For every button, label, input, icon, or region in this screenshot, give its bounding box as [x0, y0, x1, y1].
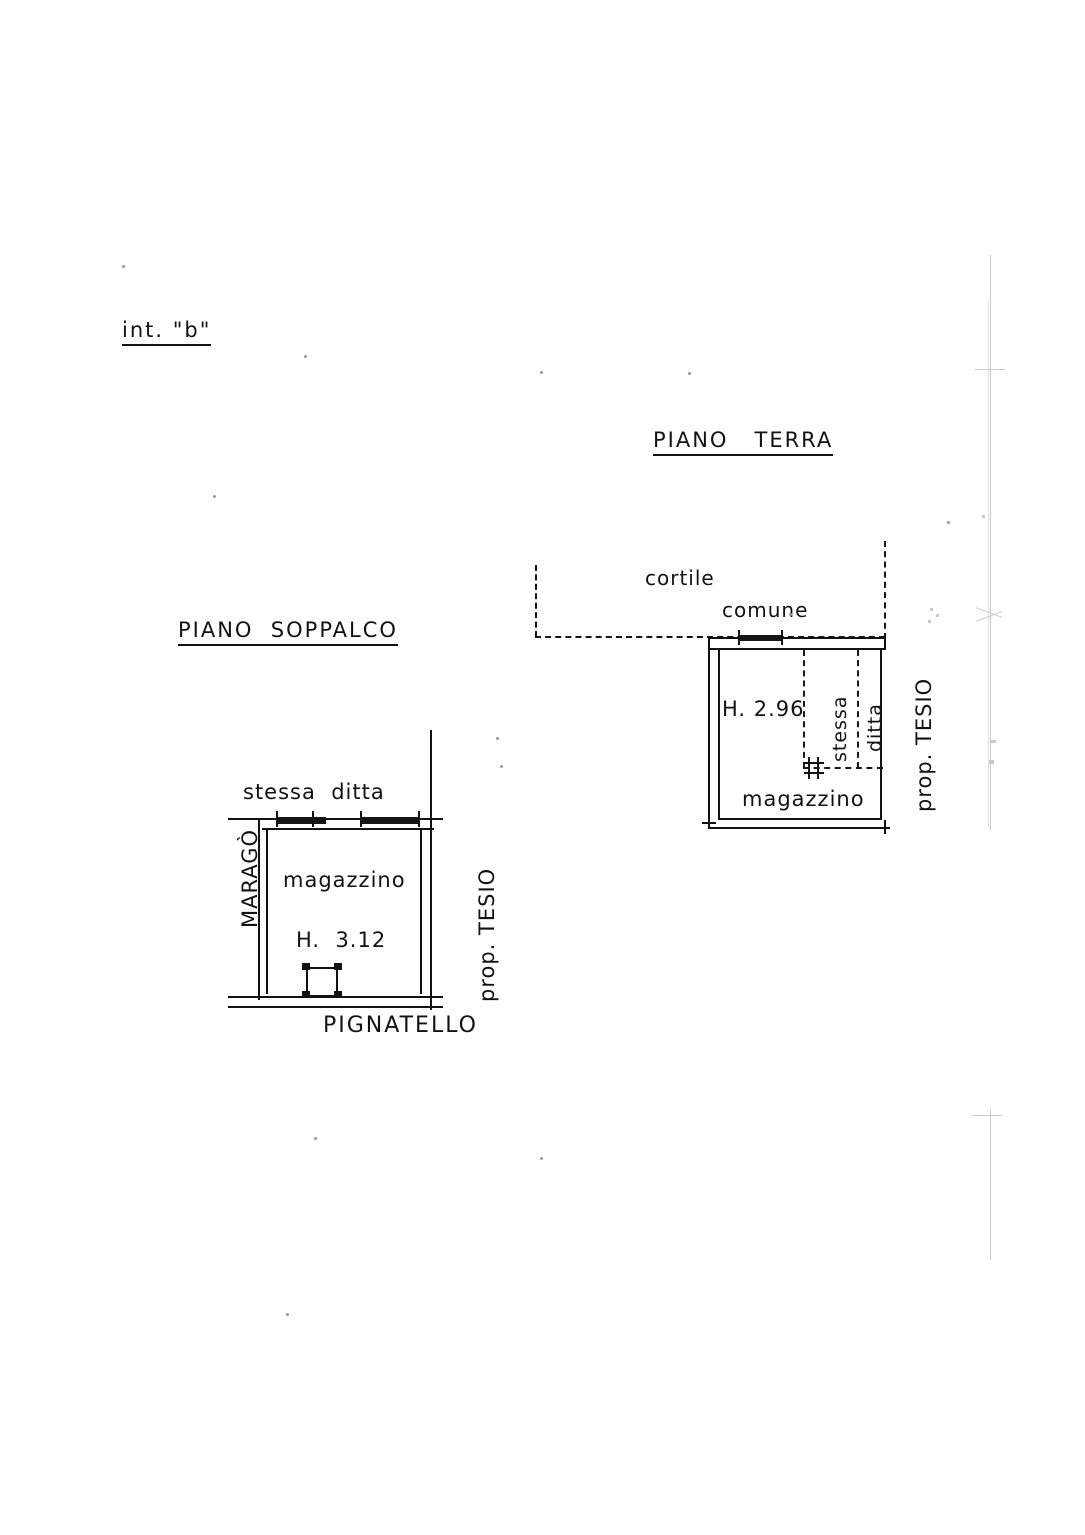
terra-opening-tick-right [781, 630, 783, 645]
terra-opening-top [740, 635, 782, 641]
terra-hatch-sym-v2 [817, 757, 819, 779]
speck-9 [314, 1137, 317, 1140]
terra-neighbor-right: prop. TESIO [912, 677, 936, 812]
soppalco-square-symbol [306, 967, 338, 997]
scan-line-right [990, 255, 991, 830]
soppalco-room-label: magazzino [283, 868, 406, 892]
speck-1 [122, 265, 125, 268]
soppalco-neighbor-bottom: PIGNATELLO [323, 1013, 478, 1035]
scan-line-right-2 [988, 300, 989, 828]
cortile-label-line2: comune [722, 598, 809, 622]
soppalco-sq-corner-br [334, 991, 342, 998]
speck-10 [540, 1157, 543, 1160]
soppalco-opening-tick-1a [276, 811, 278, 827]
terra-height-label: H. 2.96 [722, 697, 805, 721]
soppalco-opening-tick-2b [418, 811, 420, 827]
speck-5 [688, 372, 691, 375]
scan-speck-c [936, 614, 939, 617]
scan-speck-d [928, 620, 931, 623]
speck-8 [500, 765, 503, 768]
soppalco-height-label: H. 3.12 [296, 928, 387, 952]
terra-hatch-sym-h2 [804, 772, 824, 774]
scan-speck-e [991, 740, 996, 743]
soppalco-sq-corner-tl [302, 963, 310, 970]
speck-2 [304, 355, 307, 358]
terra-wall-bottom-outer [708, 827, 890, 829]
speck-7 [496, 737, 499, 740]
terra-corner-tick-bl [702, 822, 716, 824]
piano-soppalco-title: PIANO SOPPALCO [178, 618, 398, 646]
scan-speck-a [982, 515, 985, 518]
soppalco-wall-left-inner [266, 828, 268, 994]
terra-inner-label-stessa: stessa [829, 695, 851, 762]
scan-tick-4 [972, 1115, 1002, 1116]
terra-inner-label-ditta: ditta [864, 703, 886, 752]
soppalco-property-line-right-up [430, 730, 432, 830]
soppalco-wall-left-outer [258, 818, 260, 1000]
scan-tick-1 [975, 369, 1005, 370]
cortile-boundary-right [884, 541, 886, 639]
scan-line-right-lower [990, 1110, 991, 1260]
terra-wall-top-outer [708, 637, 886, 639]
terra-corner-tick-br [884, 820, 886, 834]
soppalco-wall-right-outer [430, 828, 432, 1010]
terra-inner-dash-bottom [803, 767, 883, 769]
terra-opening-tick-left [738, 630, 740, 645]
terra-wall-bottom-inner [718, 818, 882, 820]
soppalco-neighbor-left: MARAGÒ [238, 828, 262, 928]
soppalco-sq-corner-tr [334, 963, 342, 970]
cortile-label-line1: cortile [645, 566, 715, 590]
soppalco-opening-1 [278, 817, 326, 824]
speck-6 [947, 521, 950, 524]
scan-speck-b [930, 608, 933, 611]
soppalco-wall-right-inner [420, 828, 422, 994]
terra-wall-top-inner [708, 648, 886, 650]
soppalco-opening-tick-1b [312, 811, 314, 827]
terra-inner-dash-left [803, 650, 805, 768]
speck-4 [540, 371, 543, 374]
speck-3 [213, 495, 216, 498]
terra-room-label: magazzino [742, 787, 865, 811]
terra-hatch-sym-v1 [808, 757, 810, 779]
terra-inner-dash-mid [857, 650, 859, 768]
cortile-boundary-left [535, 565, 537, 637]
terra-wall-left-inner [718, 648, 720, 820]
soppalco-wall-bottom-inner [228, 1006, 443, 1008]
speck-11 [286, 1313, 289, 1316]
soppalco-neighbor-top: stessa ditta [243, 780, 385, 804]
soppalco-wall-top-inner [262, 828, 434, 830]
scan-speck-f [989, 760, 994, 764]
soppalco-sq-corner-bl [302, 991, 310, 998]
piano-terra-title: PIANO TERRA [653, 428, 834, 456]
terra-corner-tick-tr [884, 636, 886, 650]
terra-wall-left-outer [708, 637, 710, 829]
unit-label: int. "b" [122, 318, 212, 346]
soppalco-wall-top-outer [228, 818, 443, 820]
speck-12 [789, 613, 792, 616]
terra-wall-right-inner [880, 648, 882, 820]
soppalco-opening-tick-2a [360, 811, 362, 827]
soppalco-neighbor-right: prop. TESIO [475, 867, 499, 1002]
soppalco-opening-2 [362, 817, 420, 824]
terra-hatch-sym-h1 [804, 762, 824, 764]
